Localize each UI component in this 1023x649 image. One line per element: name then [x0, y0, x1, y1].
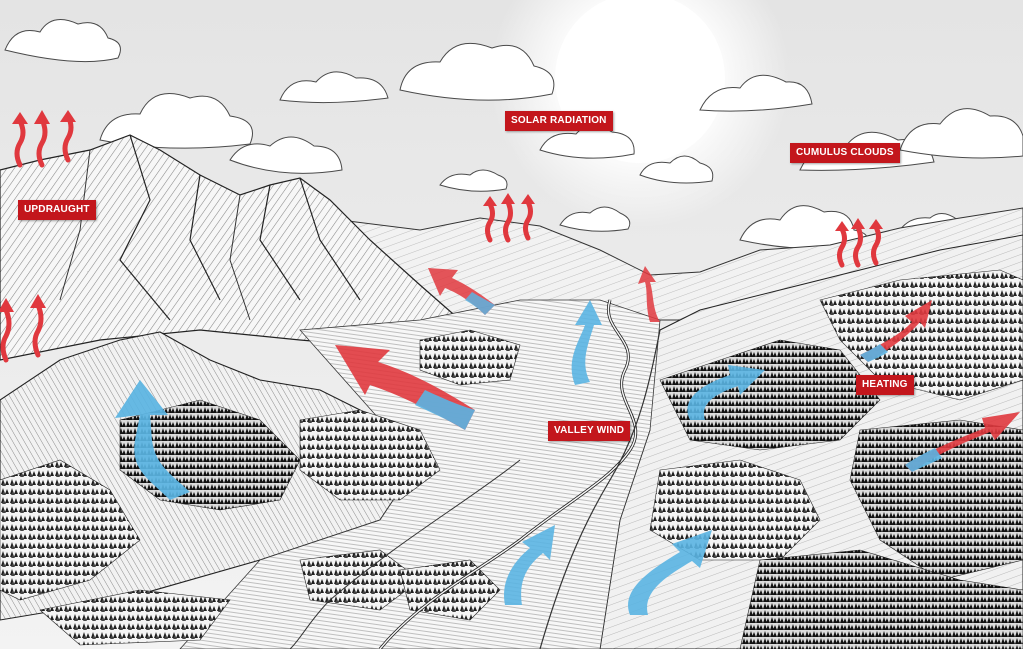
arrow-bottom-center — [504, 525, 555, 605]
cumulus-clouds-label: CUMULUS CLOUDS — [790, 143, 900, 163]
updraught-arrows — [0, 113, 881, 363]
arrow-upper-right-valley — [638, 266, 660, 322]
valley-wind-label: VALLEY WIND — [548, 421, 631, 441]
arrow-left-slope — [115, 380, 190, 500]
arrow-bottom-right — [628, 530, 712, 615]
forests — [0, 269, 1023, 649]
road — [539, 329, 661, 649]
updraught-arrowheads — [0, 110, 883, 312]
arrow-valley-center — [571, 300, 602, 385]
clouds — [4, 19, 1023, 250]
slope-wind-arrows — [115, 266, 1020, 615]
heating-label: HEATING — [856, 375, 914, 395]
updraught-label: UPDRAUGHT — [18, 200, 96, 220]
arrow-valley-right — [687, 365, 765, 420]
solar-radiation-label: SOLAR RADIATION — [505, 111, 613, 131]
